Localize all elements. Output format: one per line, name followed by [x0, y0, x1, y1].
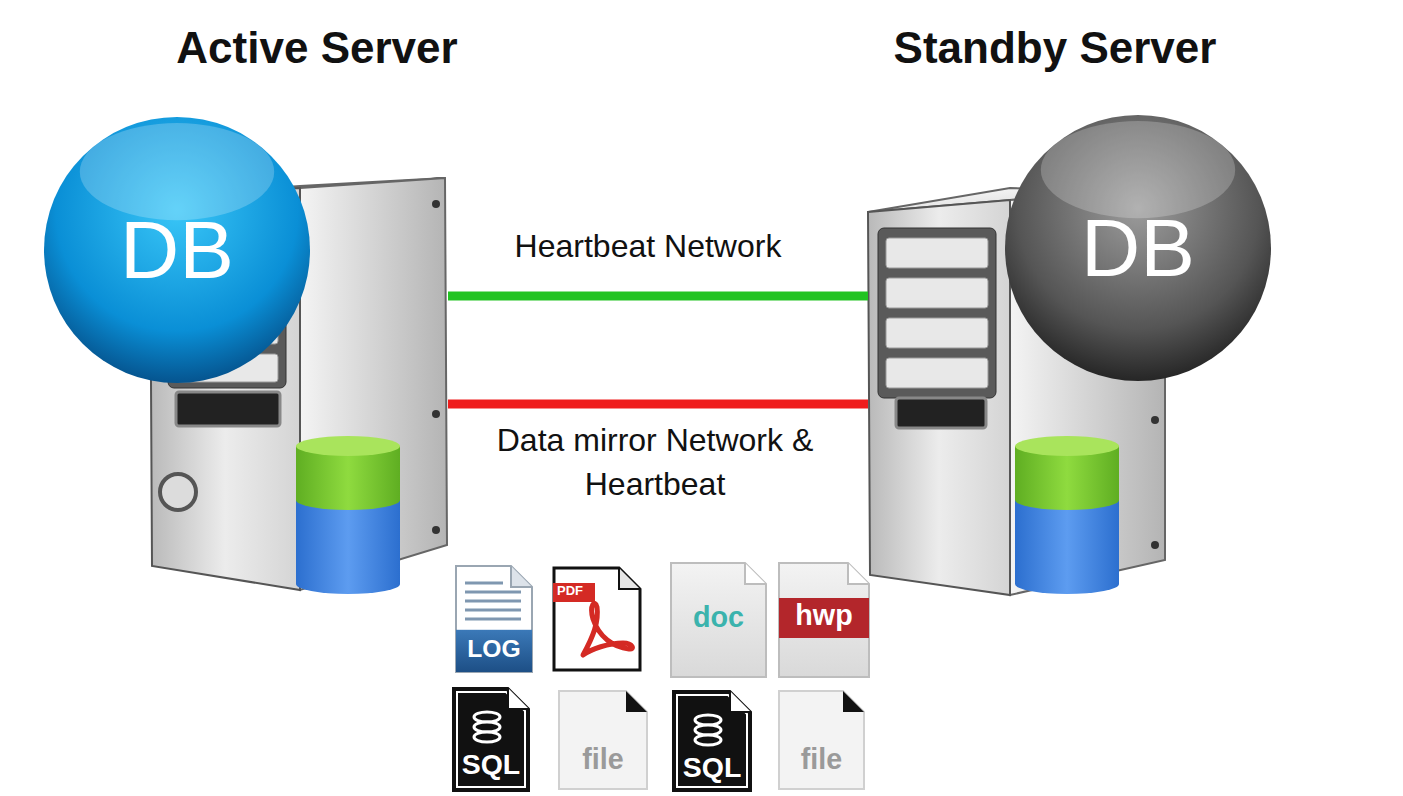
storage-cylinder	[1015, 436, 1119, 594]
file-icon: SQL	[672, 690, 752, 792]
graphic-part	[745, 563, 766, 584]
graphic-part	[779, 691, 864, 789]
graphic-part	[456, 566, 532, 672]
graphic-part	[1151, 416, 1159, 424]
database-circle: DB	[42, 115, 312, 385]
file-type-label: LOG	[455, 635, 533, 662]
graphic-part	[878, 228, 996, 398]
file-type-label: file	[558, 744, 648, 776]
graphic-part	[1015, 436, 1119, 456]
database-circle: DB	[1003, 113, 1273, 383]
network-link	[448, 400, 868, 409]
file-icon: LOG	[455, 565, 533, 673]
graphic-part	[432, 410, 440, 418]
graphic-part	[886, 358, 988, 388]
file-shape	[553, 567, 641, 671]
graphic-part	[453, 688, 529, 791]
file-type-label: doc	[670, 602, 767, 634]
graphic-part	[886, 238, 988, 268]
file-icon: SQL	[452, 687, 530, 792]
graphic-part	[465, 582, 503, 585]
graphic-part	[619, 568, 640, 589]
server-heading: Active Server	[17, 23, 617, 73]
graphic-part	[465, 600, 521, 603]
file-type-label: file	[778, 744, 865, 775]
graphic-part	[432, 526, 440, 534]
graphic-part	[583, 603, 632, 655]
file-type-label: SQL	[452, 749, 530, 780]
graphic-part	[1151, 541, 1159, 549]
link-label: Data mirror Network & Heartbeat	[497, 422, 814, 502]
graphic-part	[508, 688, 529, 709]
heading-wrap: Active Server	[17, 23, 617, 73]
graphic-part	[626, 691, 647, 712]
link-label-wrap: Heartbeat Network	[448, 224, 848, 268]
graphic-part	[843, 691, 864, 712]
graphic-part	[848, 563, 869, 584]
graphic-part	[511, 566, 532, 587]
db-label: DB	[120, 209, 234, 291]
file-type-label: hwp	[778, 600, 870, 632]
graphic-part	[465, 618, 521, 621]
graphic-part	[673, 691, 751, 791]
graphic-part	[671, 563, 766, 677]
graphic-part	[1041, 121, 1235, 218]
graphic-part	[886, 278, 988, 308]
file-icon: PDF	[553, 567, 641, 671]
graphic-part	[465, 591, 521, 594]
graphic-part	[474, 732, 500, 742]
graphic-part	[296, 436, 400, 456]
graphic-part	[1015, 500, 1119, 594]
graphic-part	[432, 200, 440, 208]
file-icon: file	[558, 690, 648, 790]
graphic-part	[176, 392, 280, 426]
graphic-part	[465, 609, 521, 612]
graphic-part	[559, 691, 647, 789]
server-box: DBActive Server	[148, 175, 448, 590]
file-icon: file	[778, 690, 865, 790]
graphic-part	[896, 398, 986, 428]
graphic-part	[868, 200, 1010, 595]
graphic-part	[44, 117, 310, 383]
graphic-part	[730, 691, 751, 712]
graphic-part	[80, 123, 274, 220]
link-label-wrap: Data mirror Network & Heartbeat	[475, 418, 835, 506]
server-box: DBStandby Server	[868, 185, 1165, 595]
file-type-label: PDF	[557, 584, 641, 598]
file-icon: hwp	[778, 562, 870, 678]
graphic-part	[779, 563, 869, 677]
graphic-part	[886, 318, 988, 348]
file-type-label: SQL	[672, 752, 752, 783]
heading-wrap: Standby Server	[755, 23, 1355, 73]
storage-cylinder	[296, 436, 400, 594]
server-heading: Standby Server	[755, 23, 1355, 73]
network-link	[448, 292, 868, 301]
link-label: Heartbeat Network	[515, 228, 782, 264]
graphic-part	[554, 568, 640, 670]
graphic-part	[296, 500, 400, 594]
db-label: DB	[1081, 207, 1195, 289]
graphic-part	[456, 630, 532, 672]
graphic-part	[779, 598, 869, 638]
graphic-part	[1005, 115, 1271, 381]
graphic-part	[695, 735, 721, 745]
file-icon: doc	[670, 562, 767, 678]
graphic-part	[160, 474, 196, 510]
